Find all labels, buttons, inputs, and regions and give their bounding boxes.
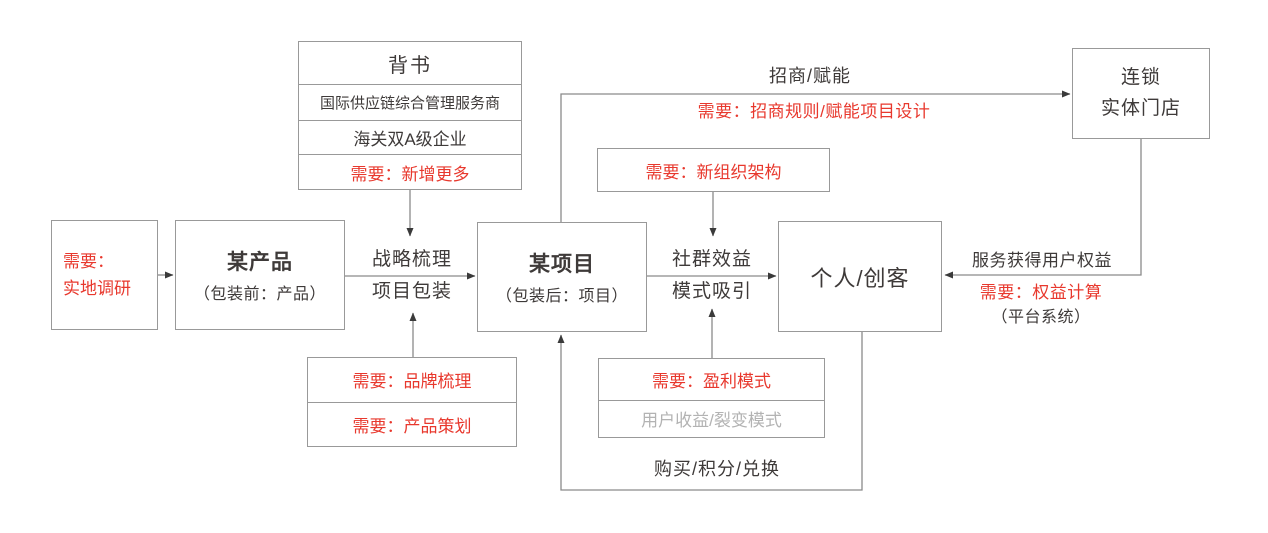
invest-label: 招商/赋能 (710, 62, 910, 90)
field-research-box: 需要： 实地调研 (51, 220, 158, 330)
person-box: 个人/创客 (778, 221, 942, 332)
product-box: 某产品 （包装前：产品） (175, 220, 345, 330)
backing-row-customs: 海关双A级企业 (299, 119, 521, 155)
purchase-text: 购买/积分/兑换 (653, 458, 780, 479)
backing-row-supply-chain: 国际供应链综合管理服务商 (299, 84, 521, 120)
store-box: 连锁 实体门店 (1072, 48, 1210, 139)
strategy-flow-label: 战略梳理 项目包装 (342, 245, 482, 307)
community-line2: 模式吸引 (671, 281, 752, 302)
community-flow-label: 社群效益 模式吸引 (642, 245, 782, 307)
brand-plan-box: 需要：品牌梳理 需要：产品策划 (307, 357, 517, 447)
profit-model-box: 需要：盈利模式 用户收益/裂变模式 (598, 358, 825, 438)
backing-row-need-more: 需要：新增更多 (299, 154, 521, 189)
org-structure-label: 需要：新组织架构 (645, 162, 782, 182)
product-title: 某产品 (227, 251, 293, 274)
invest-need-label: 需要：招商规则/赋能项目设计 (614, 100, 1014, 124)
arrow-store-to-person (944, 139, 1142, 279)
store-line2: 实体门店 (1100, 97, 1181, 119)
invest-text: 招商/赋能 (768, 65, 851, 86)
product-subtitle: （包装前：产品） (193, 286, 326, 303)
service-need-text: 需要：权益计算 (979, 283, 1103, 303)
arrow-person-loop-to-project (557, 332, 863, 491)
community-line1: 社群效益 (671, 248, 752, 270)
project-box: 某项目 （包装后：项目） (477, 222, 647, 332)
brand-row: 需要：品牌梳理 (352, 372, 472, 392)
org-structure-box: 需要：新组织架构 (597, 148, 830, 192)
project-subtitle: （包装后：项目） (495, 288, 628, 305)
project-title: 某项目 (529, 253, 595, 276)
strategy-line1: 战略梳理 (371, 248, 452, 270)
purchase-label: 购买/积分/兑换 (592, 455, 842, 483)
platform-system-text: （平台系统） (991, 308, 1091, 326)
field-research-line2: 实地调研 (63, 279, 131, 298)
arrow-project-to-store (560, 90, 1071, 222)
backing-box: 背书 国际供应链综合管理服务商 海关双A级企业 需要：新增更多 (298, 41, 522, 190)
strategy-line2: 项目包装 (371, 281, 452, 302)
field-research-line1: 需要： (63, 251, 114, 271)
service-text: 服务获得用户权益 (972, 251, 1112, 271)
service-label: 服务获得用户权益 (942, 249, 1142, 273)
platform-system-label: （平台系统） (941, 306, 1141, 330)
invest-need-text: 需要：招商规则/赋能项目设计 (697, 102, 931, 122)
product-plan-row: 需要：产品策划 (308, 401, 516, 446)
user-income-row: 用户收益/裂变模式 (599, 399, 824, 437)
profit-model-row: 需要：盈利模式 (652, 371, 771, 391)
service-need-label: 需要：权益计算 (941, 281, 1141, 305)
store-line1: 连锁 (1120, 67, 1161, 89)
person-title: 个人/创客 (810, 265, 910, 291)
backing-title: 背书 (388, 54, 432, 77)
